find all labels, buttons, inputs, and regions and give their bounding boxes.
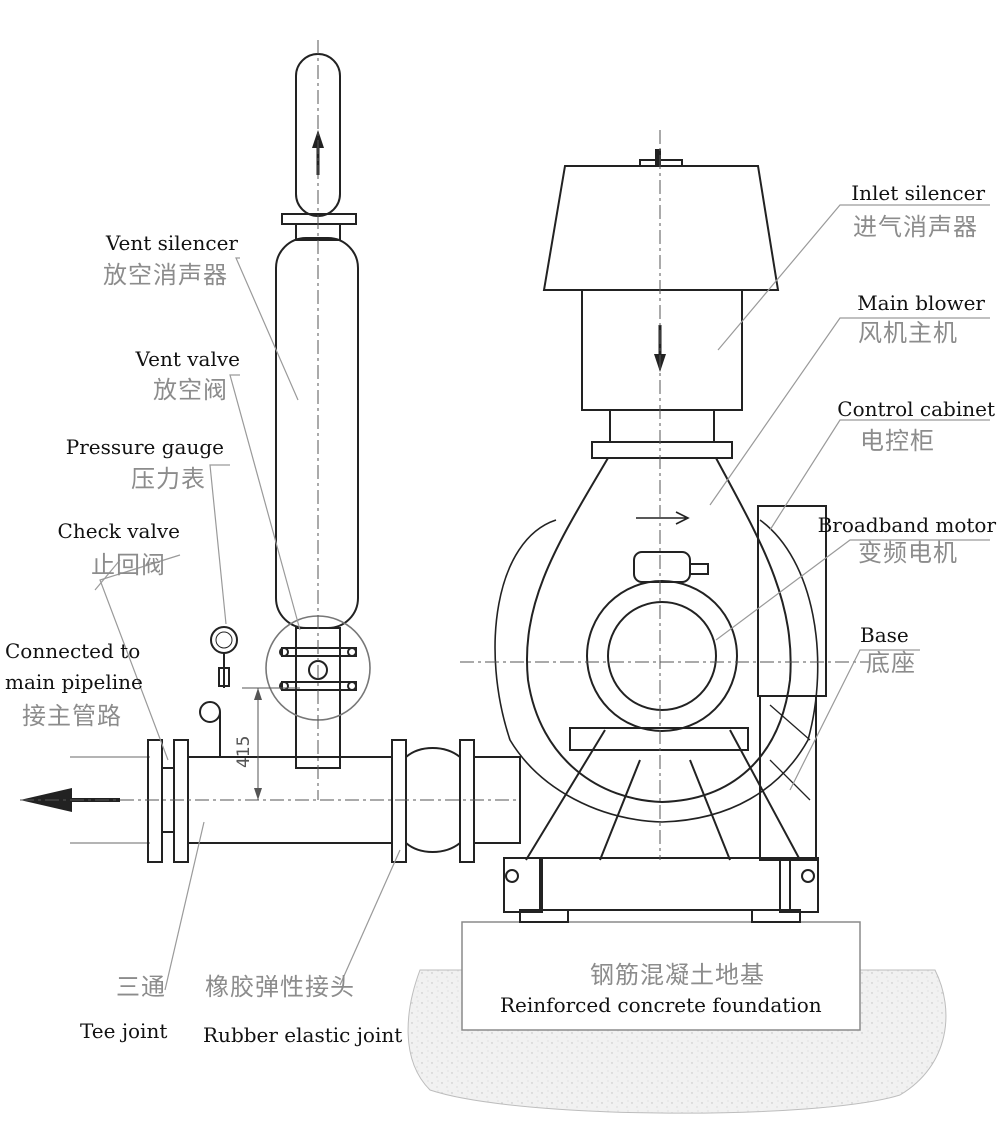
tee-joint-label-zh: 三通 bbox=[116, 973, 166, 1001]
main-pipeline-label-line1: Connected to bbox=[5, 639, 141, 663]
main-pipeline-label-zh: 接主管路 bbox=[22, 702, 122, 730]
main-pipeline-label-line2: main pipeline bbox=[5, 670, 143, 694]
pressure-gauge-shape bbox=[199, 626, 238, 756]
control-cabinet-label-zh: 电控柜 bbox=[860, 427, 935, 455]
main-blower-shape bbox=[494, 457, 819, 823]
vent-valve-label: Vent valve bbox=[135, 347, 240, 371]
base-label-zh: 底座 bbox=[866, 649, 916, 677]
inlet-silencer-label: Inlet silencer bbox=[851, 181, 985, 205]
pressure-gauge-label-zh: 压力表 bbox=[131, 465, 206, 493]
main-blower-label: Main blower bbox=[857, 291, 985, 315]
inlet-silencer-label-zh: 进气消声器 bbox=[853, 213, 978, 241]
concrete-foundation bbox=[461, 921, 861, 1031]
foundation-label: Reinforced concrete foundation bbox=[500, 993, 822, 1017]
pressure-gauge-label: Pressure gauge bbox=[65, 435, 224, 459]
control-cabinet-shape bbox=[757, 505, 827, 861]
base-frame-shape bbox=[503, 727, 819, 923]
rubber-joint-label-zh: 橡胶弹性接头 bbox=[205, 973, 355, 1001]
vent-silencer-label-zh: 放空消声器 bbox=[103, 261, 228, 289]
main-blower-label-zh: 风机主机 bbox=[858, 319, 958, 347]
base-label: Base bbox=[860, 623, 909, 647]
broadband-motor-label: Broadband motor bbox=[817, 513, 996, 537]
check-valve-label: Check valve bbox=[57, 519, 180, 543]
main-pipe-shape bbox=[70, 739, 521, 863]
rubber-joint-label: Rubber elastic joint bbox=[203, 1023, 403, 1047]
vent-silencer-label: Vent silencer bbox=[105, 231, 238, 255]
inlet-silencer-shape bbox=[542, 149, 780, 459]
control-cabinet-label: Control cabinet bbox=[837, 397, 995, 421]
check-valve-label-zh: 止回阀 bbox=[91, 551, 166, 579]
tee-joint-label: Tee joint bbox=[80, 1019, 168, 1043]
leader-lines bbox=[94, 204, 990, 991]
broadband-motor-label-zh: 变频电机 bbox=[858, 539, 958, 567]
dimension-415-lines bbox=[242, 687, 300, 800]
vent-valve-label-zh: 放空阀 bbox=[153, 376, 228, 404]
center-lines bbox=[20, 40, 870, 860]
dimension-415-text: 415 bbox=[234, 735, 254, 768]
foundation-label-zh: 钢筋混凝土地基 bbox=[590, 961, 765, 989]
